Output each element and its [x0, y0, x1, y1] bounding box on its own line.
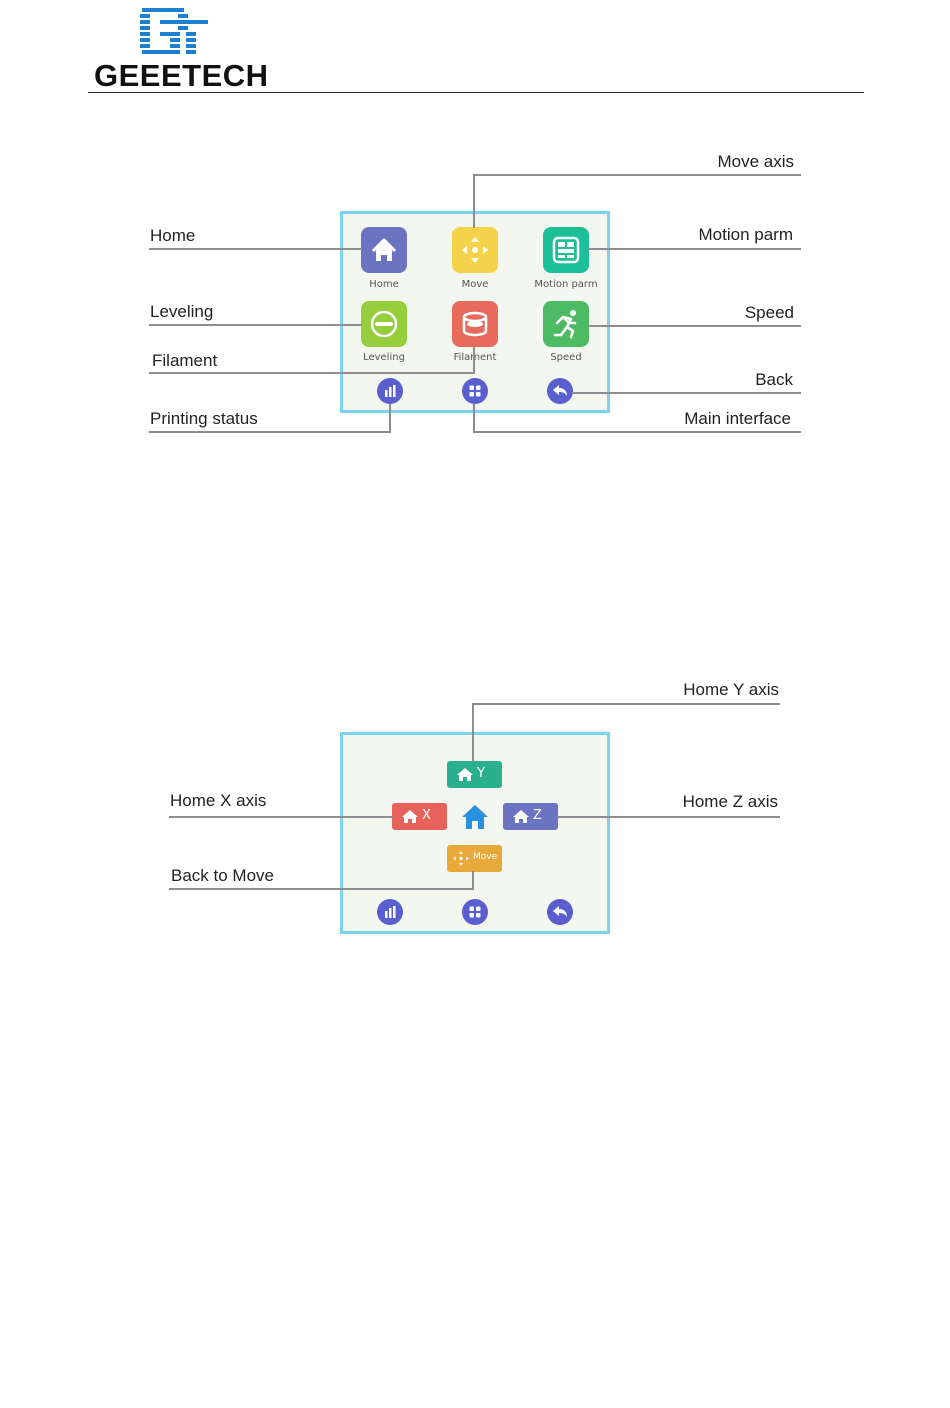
back-arrow-icon	[547, 899, 573, 925]
callout-home: Home	[150, 226, 195, 246]
move-tile[interactable]	[452, 227, 498, 273]
back-button[interactable]	[547, 899, 573, 925]
leader-home-y-v	[472, 703, 474, 762]
house-icon	[456, 767, 474, 782]
back-arrow-icon	[547, 378, 573, 404]
callout-move-axis: Move axis	[640, 152, 794, 172]
four-arrows-icon	[452, 227, 498, 273]
leader-home-y-h	[472, 703, 780, 705]
speed-tile[interactable]	[543, 301, 589, 347]
level-icon	[361, 301, 407, 347]
main-interface-button[interactable]	[462, 378, 488, 404]
printing-status-button[interactable]	[377, 378, 403, 404]
house-icon	[512, 809, 530, 824]
callout-back-to-move: Back to Move	[171, 866, 274, 886]
house-icon	[401, 809, 419, 824]
home-y-label: Y	[477, 766, 485, 781]
four-arrows-icon	[452, 851, 470, 866]
motion-parm-tile[interactable]	[543, 227, 589, 273]
header-divider	[88, 92, 864, 93]
leader-printing-status-h	[149, 431, 391, 433]
motion-parm-tile-label: Motion parm	[521, 279, 611, 290]
leader-back	[572, 392, 801, 394]
callout-main-interface: Main interface	[620, 409, 791, 429]
panel-icon	[543, 227, 589, 273]
runner-icon	[543, 301, 589, 347]
home-x-label: X	[422, 808, 431, 823]
callout-speed: Speed	[660, 303, 794, 323]
leader-home-x	[169, 816, 393, 818]
leveling-tile-label: Leveling	[339, 352, 429, 363]
home-z-label: Z	[533, 808, 542, 823]
leader-speed	[588, 325, 801, 327]
leader-move-axis-h	[473, 174, 801, 176]
leader-motion-parm	[588, 248, 801, 250]
leader-filament-h	[149, 372, 475, 374]
leader-back-to-move-h	[169, 888, 474, 890]
leader-printing-status-v	[389, 404, 391, 432]
grid-icon	[462, 899, 488, 925]
leader-filament-v	[473, 346, 475, 373]
bar-chart-icon	[377, 899, 403, 925]
house-icon	[361, 227, 407, 273]
filament-tile[interactable]	[452, 301, 498, 347]
callout-leveling: Leveling	[150, 302, 213, 322]
back-button[interactable]	[547, 378, 573, 404]
home-all-icon[interactable]	[460, 803, 490, 831]
bar-chart-icon	[377, 378, 403, 404]
move-tile-label: Move	[430, 279, 520, 290]
move-button-label: Move	[473, 852, 497, 862]
home-tile[interactable]	[361, 227, 407, 273]
geeetech-logo-icon	[138, 6, 210, 58]
callout-home-x-axis: Home X axis	[170, 791, 266, 811]
move-button[interactable]: Move	[447, 845, 502, 872]
filament-tile-label: Filament	[430, 352, 520, 363]
home-y-button[interactable]: Y	[447, 761, 502, 788]
leader-home	[149, 248, 362, 250]
leader-main-interface-v	[473, 404, 475, 432]
leader-back-to-move-v	[472, 871, 474, 889]
callout-printing-status: Printing status	[150, 409, 258, 429]
callout-home-z-axis: Home Z axis	[620, 792, 778, 812]
brand-name: GEEETECH	[94, 58, 269, 94]
leader-move-axis-v	[473, 174, 475, 228]
printing-status-button[interactable]	[377, 899, 403, 925]
leader-main-interface-h	[473, 431, 801, 433]
leveling-tile[interactable]	[361, 301, 407, 347]
callout-back: Back	[680, 370, 793, 390]
home-z-button[interactable]: Z	[503, 803, 558, 830]
leader-leveling	[149, 324, 362, 326]
spool-icon	[452, 301, 498, 347]
callout-motion-parm: Motion parm	[620, 225, 793, 245]
speed-tile-label: Speed	[521, 352, 611, 363]
main-interface-button[interactable]	[462, 899, 488, 925]
grid-icon	[462, 378, 488, 404]
callout-filament: Filament	[152, 351, 217, 371]
callout-home-y-axis: Home Y axis	[620, 680, 779, 700]
home-tile-label: Home	[339, 279, 429, 290]
leader-home-z	[557, 816, 780, 818]
home-x-button[interactable]: X	[392, 803, 447, 830]
